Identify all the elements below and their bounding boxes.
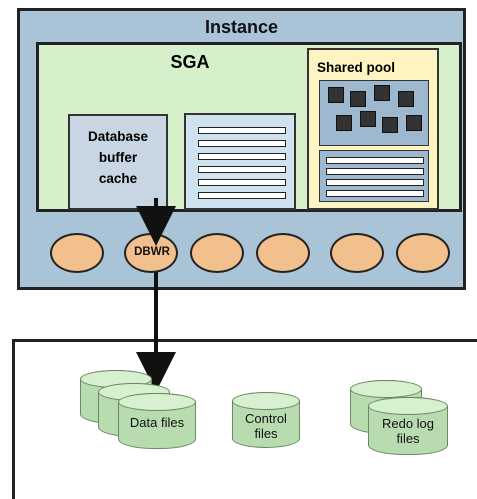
buffer-line [198,140,286,147]
background-process [256,233,310,273]
control-file-cylinder: Control files [232,392,300,448]
dictionary-row [326,179,424,186]
buffer-line [198,127,286,134]
data-files-label: Data files [129,415,185,430]
background-process [190,233,244,273]
background-process [330,233,384,273]
cache-block [374,85,390,101]
database-buffer-cache-label: Database buffer cache [87,129,149,186]
cache-block [336,115,352,131]
dictionary-row [326,157,424,164]
dictionary-row [326,190,424,197]
cache-block [328,87,344,103]
buffer-line [198,179,286,186]
redo-log-file-cylinder: Redo log files [368,397,448,455]
library-cache [319,80,429,146]
background-process [396,233,450,273]
data-dictionary-cache [319,150,429,202]
cache-block [350,91,366,107]
database-buffer-cache: Database buffer cache [68,114,168,210]
sga-label: SGA [170,52,210,72]
dbwr-label: DBWR [134,246,170,258]
background-process [50,233,104,273]
redo-log-buffer [184,113,296,210]
redo-log-files-label: Redo log files [381,416,435,446]
buffer-line [198,153,286,160]
shared-pool: Shared pool [307,48,439,210]
shared-pool-label: Shared pool [317,60,396,75]
buffer-line [198,166,286,173]
buffer-line [198,192,286,199]
cache-block [398,91,414,107]
cache-block [406,115,422,131]
cache-block [382,117,398,133]
cache-block [360,111,376,127]
control-files-label: Control files [245,411,287,441]
dictionary-row [326,168,424,175]
instance-label: Instance [204,17,279,37]
data-file-cylinder: Data files [118,393,196,449]
